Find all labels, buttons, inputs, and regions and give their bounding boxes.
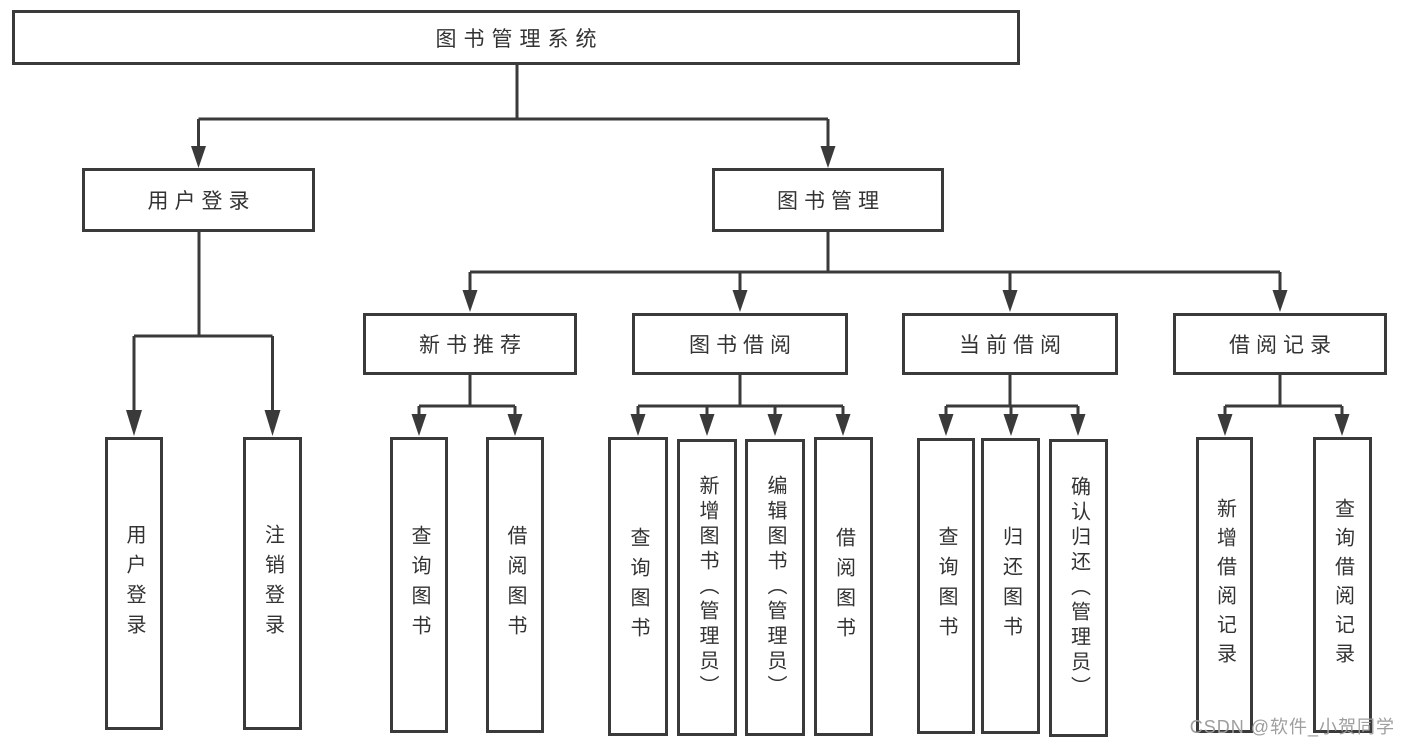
leaf-cb-return-books: 归还图书: [981, 438, 1040, 734]
leaf-user-login: 用户登录: [105, 437, 163, 730]
node-book-management: 图书管理: [712, 168, 944, 232]
leaf-br-add-record: 新增借阅记录: [1196, 437, 1253, 733]
leaf-bb-edit-books-admin: 编辑图书（管理员）: [745, 439, 805, 736]
watermark: CSDN @软件_小贺同学: [1189, 717, 1395, 737]
node-library-system: 图书管理系统: [12, 10, 1020, 65]
leaf-br-query-record: 查询借阅记录: [1313, 437, 1372, 733]
leaf-cb-query-books: 查询图书: [917, 438, 975, 734]
node-book-borrow: 图书借阅: [632, 313, 848, 375]
leaf-bb-borrow-books: 借阅图书: [814, 437, 873, 736]
node-new-book-recommend: 新书推荐: [363, 313, 577, 375]
leaf-bb-add-books-admin: 新增图书（管理员）: [677, 439, 737, 736]
leaf-cb-confirm-return-admin: 确认归还（管理员）: [1049, 439, 1108, 737]
node-user-login: 用户登录: [82, 168, 315, 232]
leaf-logout-login: 注销登录: [243, 437, 302, 730]
leaf-nb-query-books: 查询图书: [390, 437, 448, 733]
leaf-bb-query-books: 查询图书: [608, 437, 668, 736]
leaf-nb-borrow-books: 借阅图书: [486, 437, 544, 733]
node-current-borrow: 当前借阅: [902, 313, 1118, 375]
node-borrow-records: 借阅记录: [1173, 313, 1387, 375]
